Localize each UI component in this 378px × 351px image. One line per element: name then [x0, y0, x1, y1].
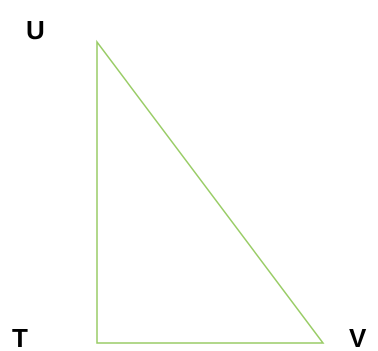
vertex-label-t: T	[12, 323, 28, 351]
triangle-shape	[96, 39, 325, 344]
vertex-label-v: V	[349, 323, 367, 351]
vertex-label-u: U	[26, 15, 45, 45]
